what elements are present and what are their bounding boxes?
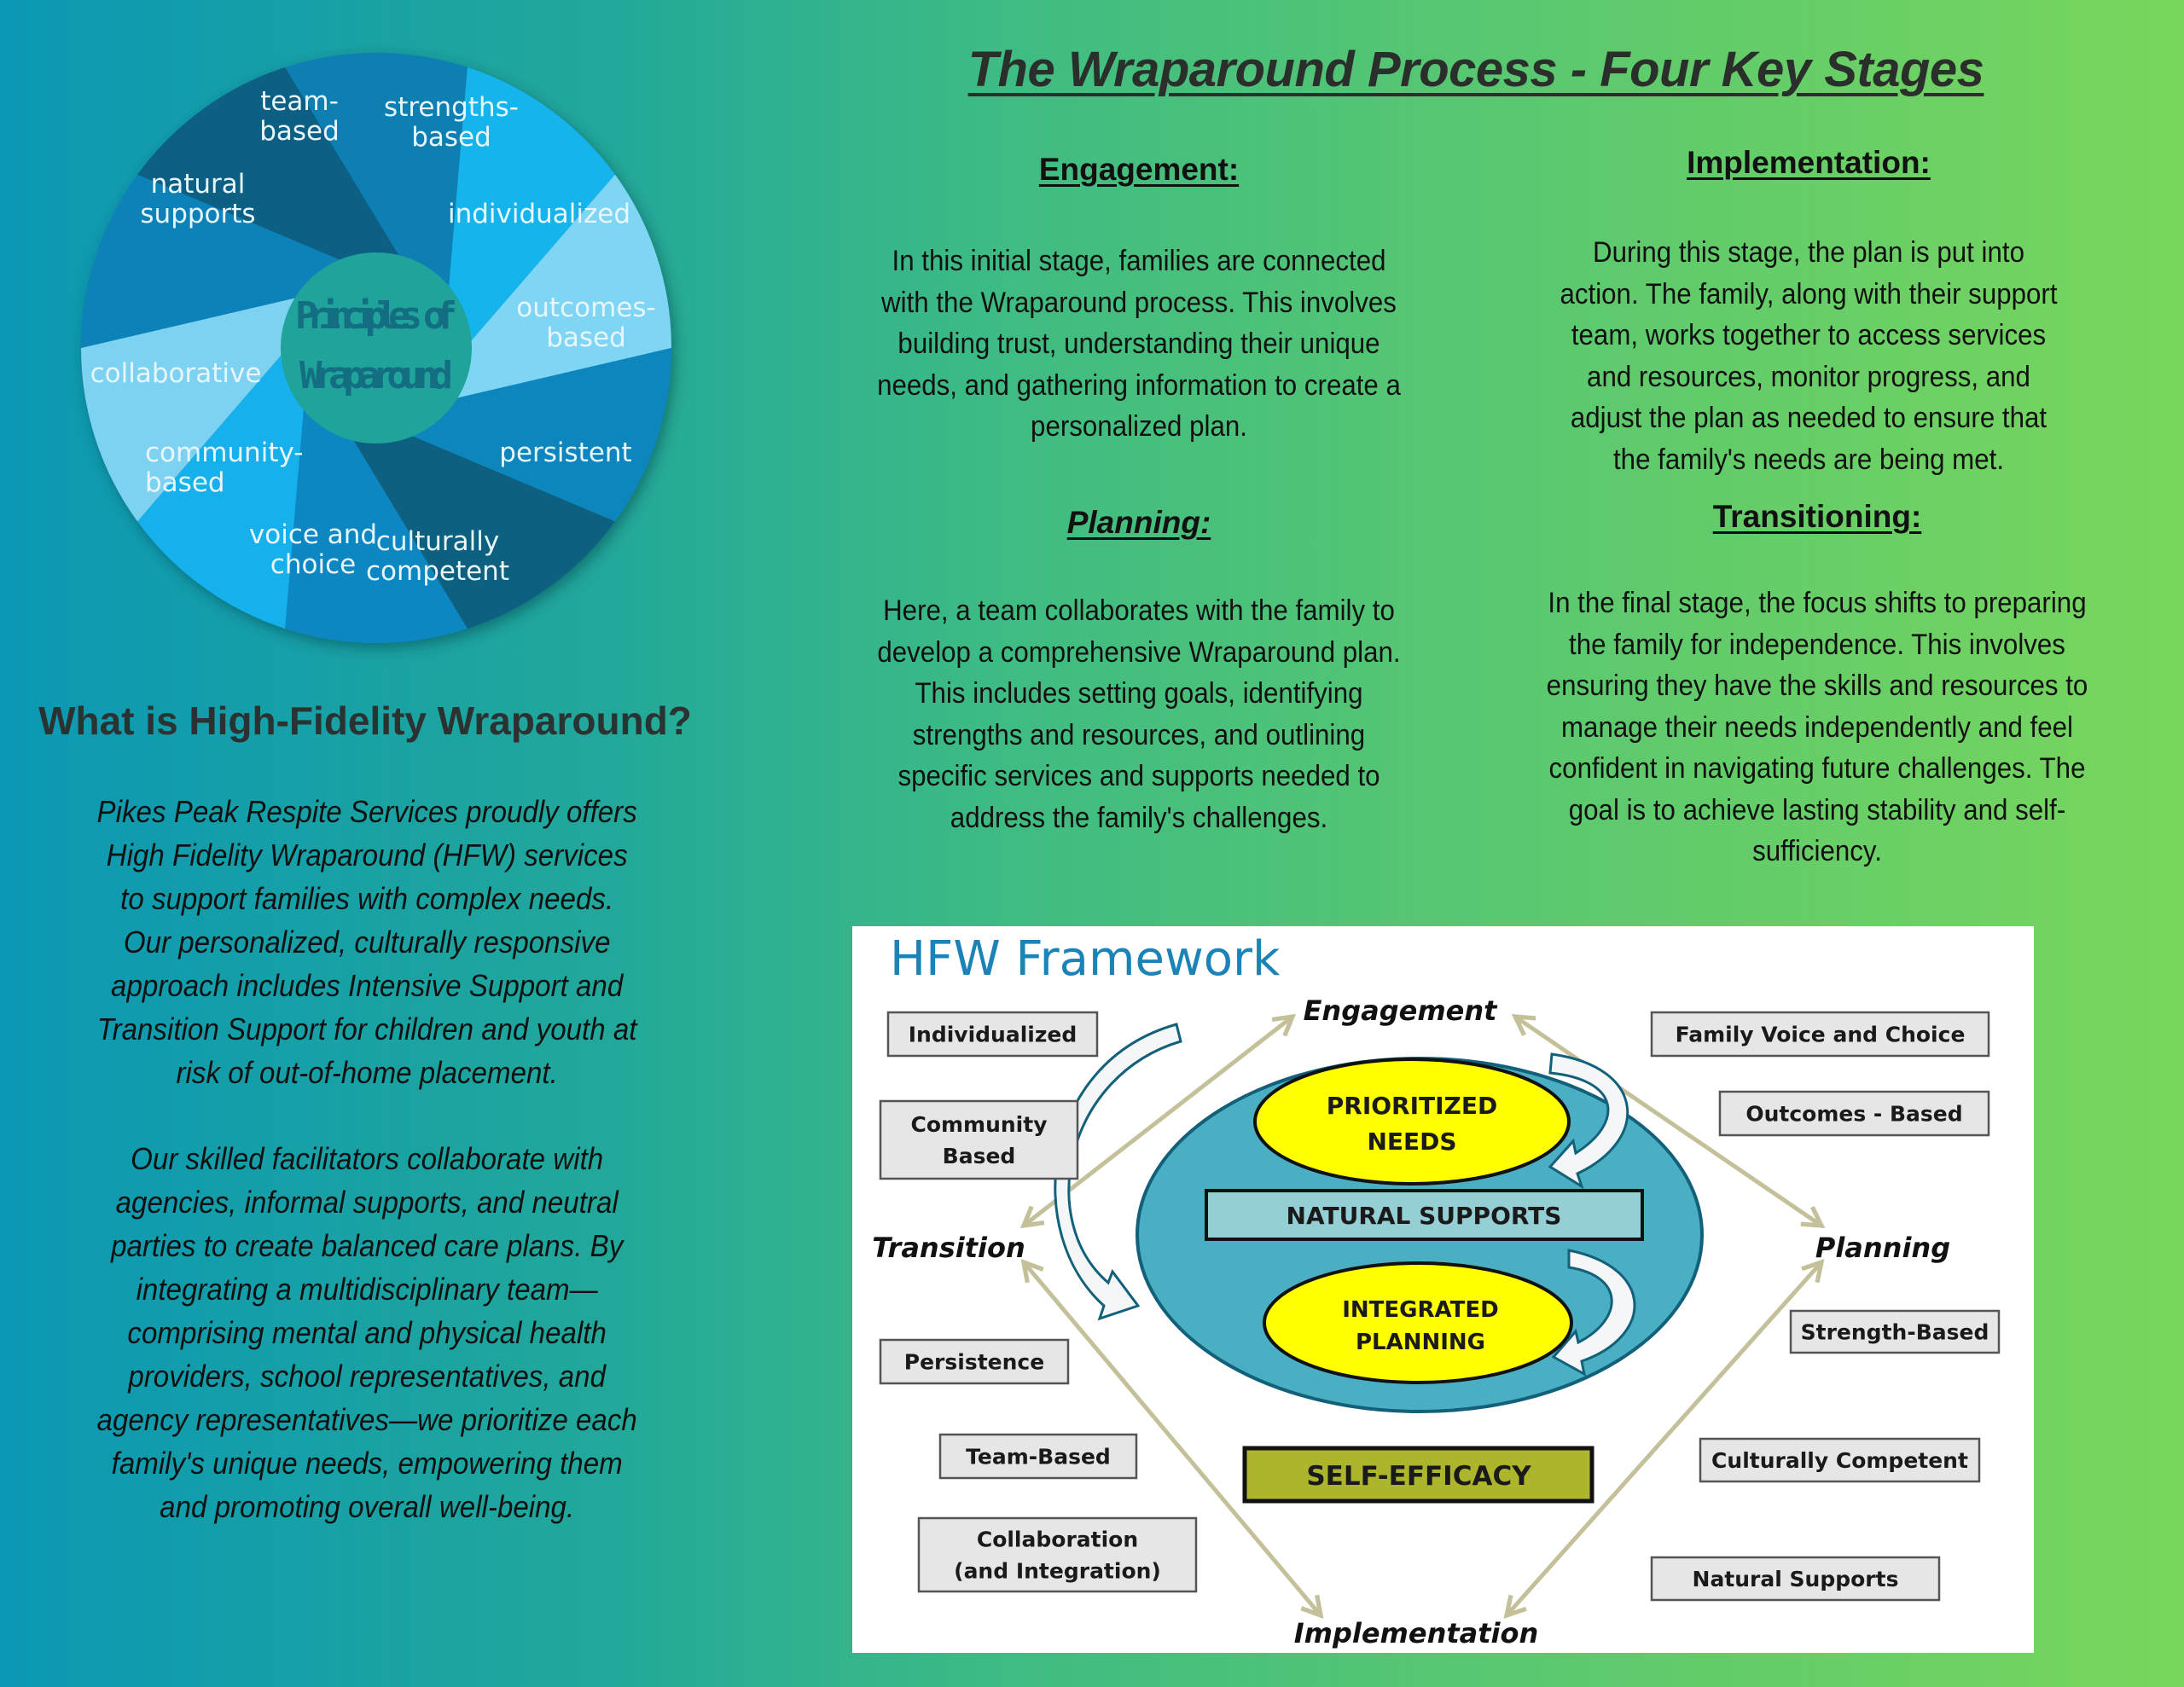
wheel-slice bbox=[137, 355, 304, 629]
wheel-slice-label: outcomes- bbox=[516, 293, 655, 323]
wheel-slice bbox=[81, 298, 295, 522]
wheel-slice-label: based bbox=[546, 322, 626, 353]
principle-box-label: Collaboration bbox=[977, 1528, 1138, 1552]
integrated-planning-line2: PLANNING bbox=[1356, 1330, 1485, 1355]
integrated-planning-ellipse bbox=[1263, 1261, 1573, 1384]
cycle-arrow-right-bottom bbox=[1551, 1249, 1636, 1377]
principle-box-label: Strength-Based bbox=[1801, 1320, 1989, 1345]
principle-box-label: Outcomes - Based bbox=[1745, 1102, 1962, 1127]
principle-box-left: Individualized bbox=[886, 1011, 1099, 1058]
stage-label-implementation: Implementation bbox=[1294, 1617, 1539, 1649]
wheel-slice-label: team- bbox=[260, 86, 339, 117]
stage-label-engagement: Engagement bbox=[1304, 994, 1499, 1027]
wheel-slice bbox=[449, 67, 615, 341]
stage-heading: Engagement: bbox=[1038, 152, 1240, 187]
about-paragraph-2: Our skilled facilitators collaborate wit… bbox=[34, 1137, 700, 1528]
wheel-slice bbox=[285, 409, 468, 643]
natural-supports-bar bbox=[1205, 1189, 1644, 1241]
principle-box-label: Individualized bbox=[909, 1023, 1077, 1047]
wheel-slice-label: based bbox=[259, 116, 340, 147]
stage-label-planning: Planning bbox=[1815, 1232, 1950, 1264]
integrated-planning-line1: INTEGRATED bbox=[1342, 1297, 1498, 1323]
wheel-slice-label: natural bbox=[151, 169, 246, 200]
wheel-center-title-line1: Principles of bbox=[295, 294, 457, 338]
principle-box-right: Strength-Based bbox=[1789, 1309, 2001, 1354]
prioritized-needs-line2: NEEDS bbox=[1367, 1128, 1456, 1156]
self-efficacy-label: SELF-EFFICACY bbox=[1306, 1461, 1531, 1492]
stage-transitioning: Transitioning: In the final stage, the f… bbox=[1489, 499, 2146, 872]
principle-box-label: Community bbox=[910, 1112, 1047, 1137]
wheel-slice bbox=[137, 67, 399, 260]
about-heading: What is High-Fidelity Wraparound? bbox=[38, 699, 692, 743]
stage-heading: Planning: bbox=[1066, 505, 1211, 540]
principle-box-label: (and Integration) bbox=[954, 1559, 1161, 1584]
wheel-slice-label: strengths- bbox=[384, 92, 519, 123]
self-efficacy-box bbox=[1242, 1446, 1594, 1504]
stage-implementation: Implementation: During this stage, the p… bbox=[1502, 145, 2116, 480]
wheel-slice-label: competent bbox=[366, 556, 509, 587]
prioritized-needs-ellipse bbox=[1253, 1058, 1571, 1186]
wheel-slice bbox=[412, 348, 671, 522]
wheel-slice-label: based bbox=[411, 122, 491, 153]
arrow-planning-implementation bbox=[1503, 1259, 1825, 1619]
paragraph-text: Pikes Peak Respite Services proudly offe… bbox=[96, 794, 637, 1090]
principles-wheel: Principles of Wraparound team-basedstren… bbox=[81, 53, 671, 643]
principle-box-label: Family Voice and Choice bbox=[1676, 1023, 1966, 1047]
prioritized-needs-line1: PRIORITIZED bbox=[1327, 1092, 1497, 1120]
principle-box-label: Persistence bbox=[904, 1350, 1044, 1375]
principle-box-label: Team-Based bbox=[966, 1445, 1111, 1470]
principle-box-label: Natural Supports bbox=[1693, 1567, 1899, 1591]
principle-box-label: Culturally Competent bbox=[1711, 1448, 1968, 1473]
wheel-slice-label: voice and bbox=[249, 519, 377, 550]
wheel-slice-label: choice bbox=[270, 549, 356, 580]
stage-text: In this initial stage, families are conn… bbox=[877, 245, 1401, 443]
wheel-center bbox=[281, 252, 472, 443]
main-title: The Wraparound Process - Four Key Stages bbox=[967, 42, 1984, 97]
wheel-slice-label: community- bbox=[145, 438, 303, 468]
wheel-slice-label: collaborative bbox=[90, 358, 262, 389]
wheel-slice bbox=[81, 174, 340, 348]
principle-box-right: Outcomes - Based bbox=[1718, 1090, 1990, 1137]
stage-heading: Transitioning: bbox=[1712, 499, 1922, 534]
about-paragraph-1: Pikes Peak Respite Services proudly offe… bbox=[34, 790, 700, 1094]
hfw-framework-diagram: HFW Framework PRIORITIZED NEEDS NATURAL … bbox=[852, 926, 2034, 1653]
cycle-arrow-left bbox=[1054, 1023, 1182, 1321]
principle-box-left: Persistence bbox=[879, 1338, 1070, 1385]
framework-title: HFW Framework bbox=[890, 931, 1281, 987]
principle-box-right: Natural Supports bbox=[1650, 1556, 1941, 1602]
wheel-slice-label: supports bbox=[140, 199, 255, 229]
natural-supports-bar-label: NATURAL SUPPORTS bbox=[1287, 1202, 1562, 1230]
stage-planning: Planning: Here, a team collaborates with… bbox=[832, 505, 1446, 838]
arrow-transition-implementation bbox=[1020, 1258, 1324, 1620]
wheel-slice-label: persistent bbox=[499, 438, 631, 468]
principle-box-label: Based bbox=[943, 1144, 1016, 1168]
wheel-slice-label: culturally bbox=[376, 526, 499, 557]
arrow-planning-engagement bbox=[1511, 1014, 1826, 1228]
cycle-arrow-right-top bbox=[1548, 1052, 1629, 1190]
wheel-slice bbox=[285, 53, 468, 287]
paragraph-text: Our skilled facilitators collaborate wit… bbox=[96, 1141, 637, 1524]
wheel-slice bbox=[353, 436, 615, 629]
wheel-slice-label: individualized bbox=[448, 199, 630, 229]
principle-box-right: Culturally Competent bbox=[1699, 1437, 1981, 1483]
stage-label-transition: Transition bbox=[872, 1232, 1025, 1264]
stage-text: Here, a team collaborates with the famil… bbox=[877, 594, 1401, 834]
principle-box-left: Collaboration (and Integration) bbox=[917, 1516, 1198, 1593]
wheel-slice bbox=[457, 174, 671, 398]
principle-box-right: Family Voice and Choice bbox=[1650, 1011, 1990, 1058]
wheel-center-title-line2: Wraparound bbox=[299, 354, 453, 397]
stage-engagement: Engagement: In this initial stage, famil… bbox=[832, 152, 1446, 448]
stage-heading: Implementation: bbox=[1687, 145, 1931, 180]
stage-text: In the final stage, the focus shifts to … bbox=[1546, 587, 2088, 867]
principle-box-left: Team-Based bbox=[938, 1433, 1138, 1480]
wheel-slice-label: based bbox=[145, 467, 225, 498]
